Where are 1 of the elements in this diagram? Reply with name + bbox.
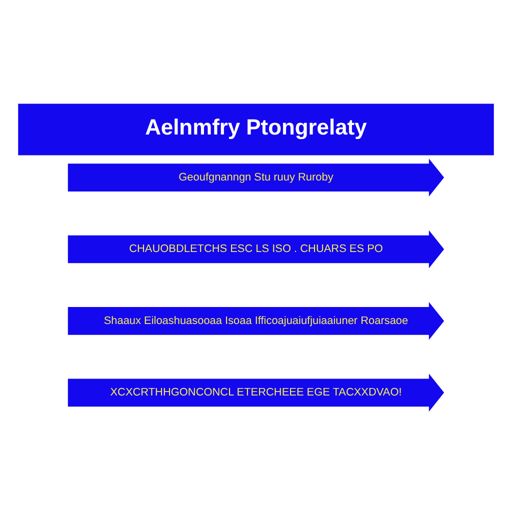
diagram-title: Aelnmfry Ptongrelaty: [145, 114, 367, 140]
